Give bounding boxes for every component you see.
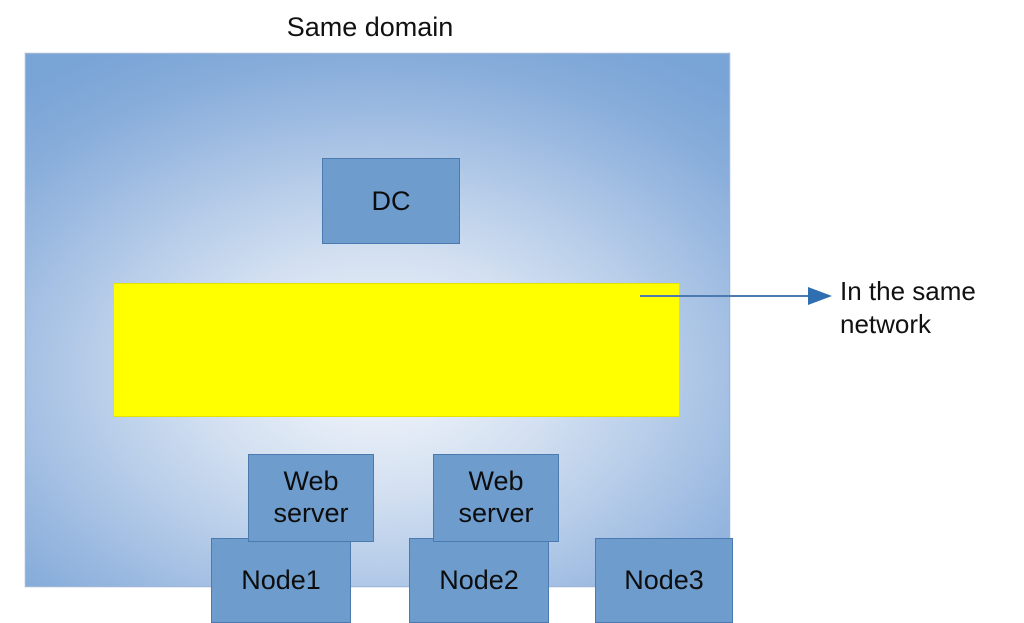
node-web-server-1[interactable]: Web server <box>248 454 374 542</box>
node-web-server-2[interactable]: Web server <box>433 454 559 542</box>
node-node1[interactable]: Node1 <box>211 538 351 623</box>
node-node3[interactable]: Node3 <box>595 538 733 623</box>
web-server-2-line1: Web <box>468 466 524 497</box>
callout-line-2: network <box>840 308 932 339</box>
same-domain-container: DC Node1 Node2 Node3 Web server Web serv… <box>25 53 733 623</box>
web-server-1-line1: Web <box>283 466 339 497</box>
web-server-1-line2: server <box>273 498 349 528</box>
node-dc[interactable]: DC <box>322 158 460 244</box>
same-network-band: Node1 Node2 Node3 <box>113 283 733 623</box>
web-server-2-line2: server <box>458 498 534 528</box>
diagram-title: Same domain <box>286 12 454 42</box>
callout-line-1: In the same <box>840 276 976 306</box>
node-node2[interactable]: Node2 <box>409 538 549 623</box>
network-callout-label: In the same network <box>840 275 1018 340</box>
network-callout-arrow <box>640 287 832 305</box>
